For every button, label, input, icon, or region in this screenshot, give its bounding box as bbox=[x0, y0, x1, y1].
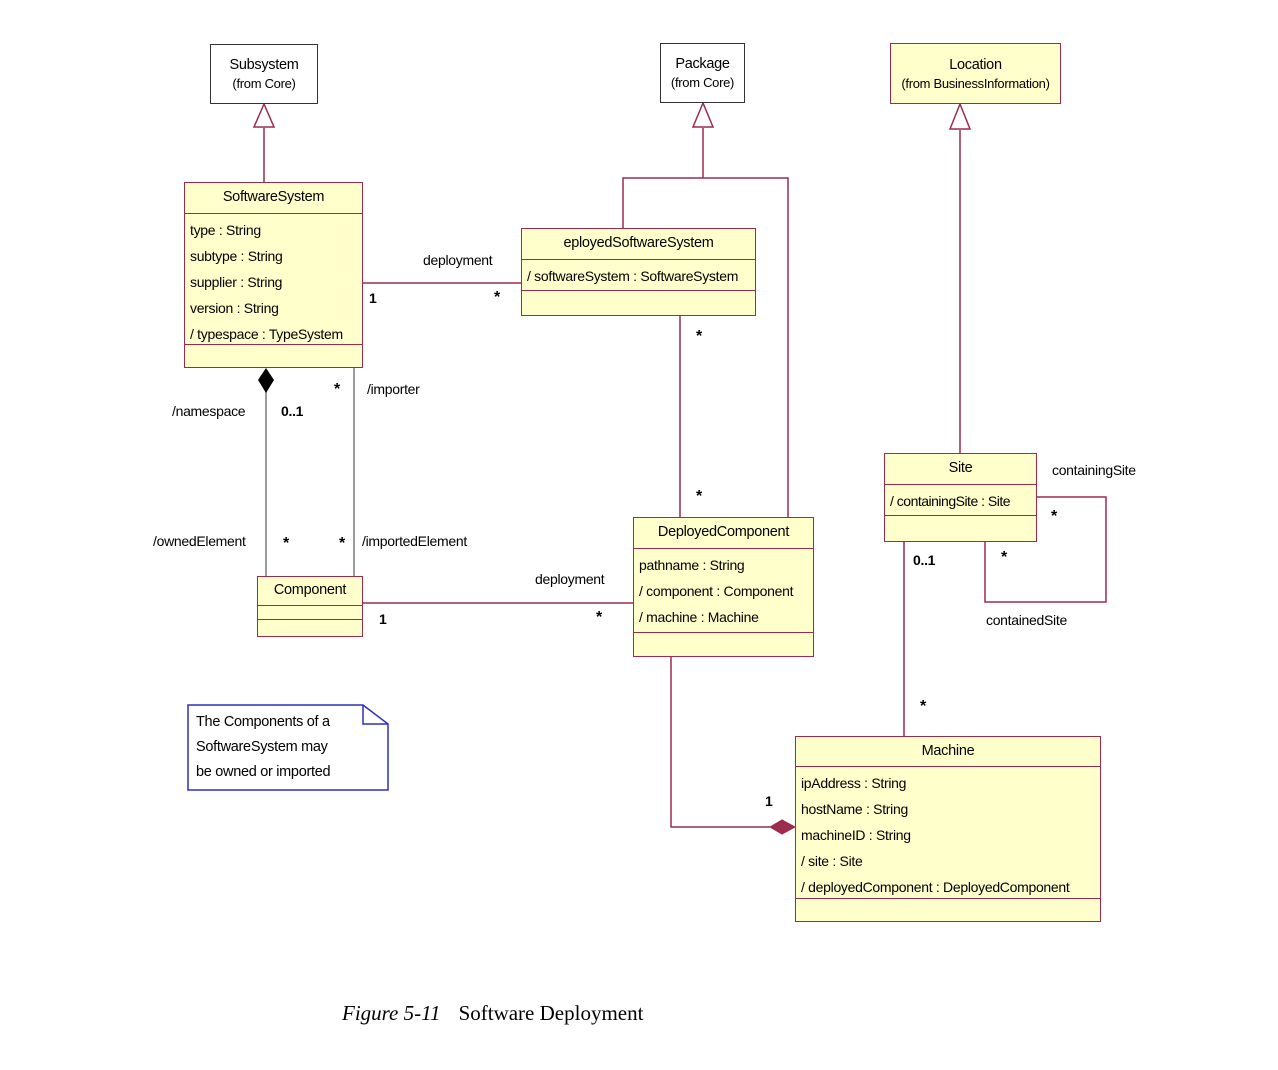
multiplicity-label: 0..1 bbox=[281, 403, 304, 419]
class-name: DeployedComponent bbox=[634, 518, 813, 549]
class-machine: Machine ipAddress : String hostName : Str… bbox=[795, 736, 1101, 922]
multiplicity-label: * bbox=[596, 609, 603, 626]
class-origin: (from Core) bbox=[232, 76, 296, 91]
class-name: eployedSoftwareSystem bbox=[522, 229, 755, 260]
multiplicity-label: * bbox=[494, 289, 501, 306]
class-name: SoftwareSystem bbox=[185, 183, 362, 214]
association-label-deployment: deployment bbox=[535, 571, 605, 587]
role-label-containingsite: containingSite bbox=[1052, 462, 1136, 478]
multiplicity-label: 1 bbox=[765, 793, 773, 809]
figure-number: Figure 5-11 bbox=[342, 1001, 441, 1025]
figure-caption: Figure 5-11 Software Deployment bbox=[342, 1001, 643, 1026]
class-name: Location bbox=[949, 56, 1002, 73]
role-label-ownedelement: /ownedElement bbox=[153, 533, 246, 549]
note-dogear-icon bbox=[362, 705, 388, 725]
composition-diamond-icon bbox=[769, 819, 797, 835]
note-line: SoftwareSystem may bbox=[196, 739, 328, 755]
multiplicity-label: * bbox=[283, 535, 290, 552]
class-origin: (from BusinessInformation) bbox=[901, 75, 1050, 91]
operation-compartment bbox=[885, 515, 1036, 541]
attribute-line: / softwareSystem : SoftwareSystem bbox=[527, 268, 739, 284]
multiplicity-label: 1 bbox=[369, 290, 377, 306]
class-site: Site / containingSite : Site bbox=[884, 453, 1037, 542]
attribute-compartment: / softwareSystem : SoftwareSystem bbox=[522, 260, 755, 290]
multiplicity-label: * bbox=[696, 488, 703, 505]
attribute-line: supplier : String bbox=[190, 273, 283, 290]
multiplicity-label: 0..1 bbox=[913, 552, 936, 568]
class-origin: (from Core) bbox=[670, 75, 735, 90]
class-component: Component bbox=[257, 576, 363, 637]
operation-compartment bbox=[634, 632, 813, 656]
class-softwaresystem: SoftwareSystem type : String subtype : St… bbox=[184, 182, 363, 368]
note-line: The Components of a bbox=[196, 714, 330, 730]
note: The Components of a SoftwareSystem may b… bbox=[196, 710, 376, 785]
class-name: Site bbox=[885, 454, 1036, 485]
multiplicity-label: * bbox=[339, 535, 346, 552]
attribute-compartment: / containingSite : Site bbox=[885, 485, 1036, 515]
attribute-line: ipAddress : String bbox=[801, 775, 907, 792]
composition-diamond-icon bbox=[258, 368, 274, 393]
class-deployedsoftwaresystem: eployedSoftwareSystem / softwareSystem :… bbox=[521, 228, 756, 316]
attribute-compartment: ipAddress : String hostName : String machi… bbox=[796, 767, 1100, 897]
operation-compartment bbox=[796, 897, 1100, 922]
role-label-containedsite: containedSite bbox=[986, 612, 1067, 628]
attribute-line: / typespace : TypeSystem bbox=[190, 325, 343, 342]
operation-compartment bbox=[258, 619, 362, 636]
attribute-line: pathname : String bbox=[639, 557, 745, 573]
class-deployedcomponent: DeployedComponent pathname : String / com… bbox=[633, 517, 814, 657]
attribute-line: / machine : Machine bbox=[639, 609, 759, 625]
attribute-compartment: type : String subtype : String supplier : … bbox=[185, 214, 362, 345]
class-name: Package bbox=[675, 56, 730, 72]
multiplicity-label: * bbox=[1001, 549, 1008, 566]
generalization-triangle-icon bbox=[948, 101, 972, 130]
attribute-line: / component : Component bbox=[639, 583, 794, 599]
generalization-triangle-icon bbox=[252, 102, 276, 128]
attribute-line: / containingSite : Site bbox=[890, 493, 1011, 509]
multiplicity-label: * bbox=[920, 698, 927, 715]
role-label-namespace: /namespace bbox=[172, 403, 246, 419]
multiplicity-label: * bbox=[1051, 508, 1058, 525]
attribute-line: version : String bbox=[190, 299, 279, 316]
operation-compartment bbox=[522, 290, 755, 315]
role-label-importer: /importer bbox=[367, 381, 420, 397]
figure-title: Software Deployment bbox=[458, 1001, 644, 1025]
generalization-triangle-icon bbox=[691, 101, 715, 128]
attribute-compartment: pathname : String / component : Component… bbox=[634, 549, 813, 632]
multiplicity-label: * bbox=[696, 328, 703, 345]
multiplicity-label: 1 bbox=[379, 611, 387, 627]
role-label-importedelement: /importedElement bbox=[362, 533, 467, 549]
association-dc-machine bbox=[670, 657, 770, 828]
association-label-deployment: deployment bbox=[423, 252, 493, 268]
class-name: Subsystem bbox=[229, 57, 299, 73]
attribute-line: hostName : String bbox=[801, 801, 908, 818]
operation-compartment bbox=[185, 344, 362, 367]
note-line: be owned or imported bbox=[196, 764, 331, 780]
attribute-line: machineID : String bbox=[801, 827, 911, 844]
association-site-self bbox=[984, 496, 1107, 603]
attribute-line: subtype : String bbox=[190, 247, 283, 264]
generalization-branch-line bbox=[622, 177, 789, 517]
class-name: Component bbox=[258, 577, 362, 606]
attribute-compartment bbox=[258, 606, 362, 619]
attribute-line: type : String bbox=[190, 221, 261, 238]
attribute-line: / site : Site bbox=[801, 853, 863, 870]
attribute-line: / deployedComponent : DeployedComponent bbox=[801, 879, 1070, 896]
class-name: Machine bbox=[796, 737, 1100, 768]
class-package: Package (from Core) bbox=[660, 43, 745, 103]
class-subsystem: Subsystem (from Core) bbox=[210, 44, 318, 104]
multiplicity-label: * bbox=[334, 381, 341, 398]
note-shape bbox=[187, 704, 389, 791]
class-location: Location (from BusinessInformation) bbox=[890, 43, 1061, 104]
